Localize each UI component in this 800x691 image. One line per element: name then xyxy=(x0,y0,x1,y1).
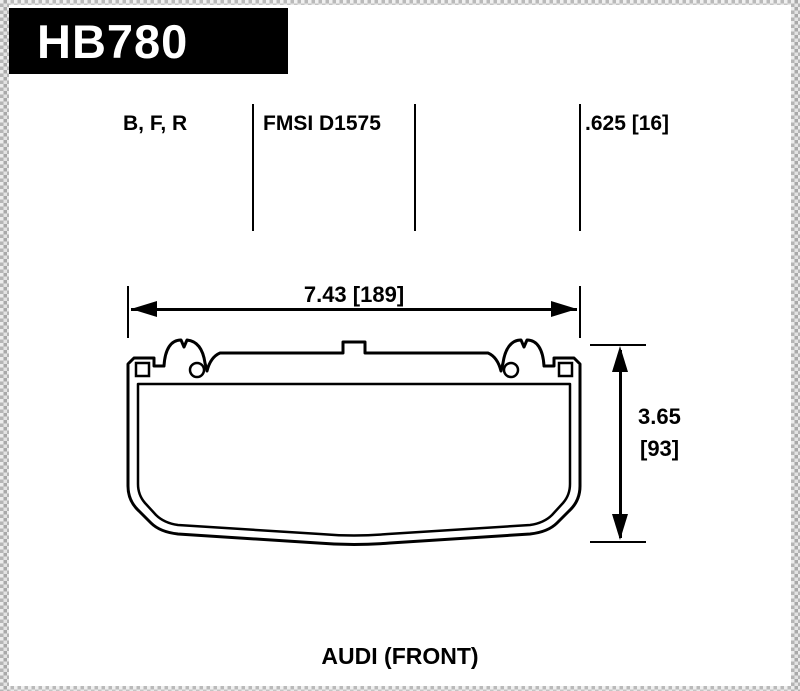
height-dimension-line xyxy=(619,350,622,538)
part-number: HB780 xyxy=(37,14,189,68)
part-number-plate: HB780 xyxy=(9,8,288,74)
width-arrow-left-icon xyxy=(131,301,157,317)
spec-divider-2 xyxy=(414,104,416,231)
pad-clip-hole-left-icon xyxy=(188,361,206,379)
height-dimension-label-mm: [93] xyxy=(640,436,680,461)
height-extension-line-bottom xyxy=(590,541,646,543)
width-extension-line-left xyxy=(127,286,129,338)
width-extension-line-right xyxy=(579,286,581,338)
spec-fmsi: FMSI D1575 xyxy=(263,112,381,135)
spec-divider-3 xyxy=(579,104,581,231)
pad-clip-hole-right-icon xyxy=(502,361,520,379)
pad-square-hole-right-icon xyxy=(557,361,574,378)
spec-divider-1 xyxy=(252,104,254,231)
edge-texture-right xyxy=(791,0,800,691)
pad-inner-outline xyxy=(136,382,572,537)
height-extension-line-top xyxy=(590,344,646,346)
pad-outer-outline xyxy=(126,338,582,546)
edge-texture-top xyxy=(0,0,800,5)
height-arrow-up-icon xyxy=(612,346,628,372)
height-arrow-down-icon xyxy=(612,514,628,540)
pad-square-hole-left-icon xyxy=(134,361,151,378)
brake-pad-drawing xyxy=(126,338,582,546)
height-dimension-label-inches: 3.65 xyxy=(638,404,681,429)
edge-texture-bottom xyxy=(0,686,800,691)
spec-thickness: .625 [16] xyxy=(585,112,670,135)
width-dimension-line xyxy=(131,308,577,311)
width-arrow-right-icon xyxy=(551,301,577,317)
edge-texture-left xyxy=(0,0,9,691)
application-label: AUDI (FRONT) xyxy=(321,643,479,669)
spec-compounds: B, F, R xyxy=(123,112,188,135)
width-dimension-label: 7.43 [189] xyxy=(303,282,405,307)
